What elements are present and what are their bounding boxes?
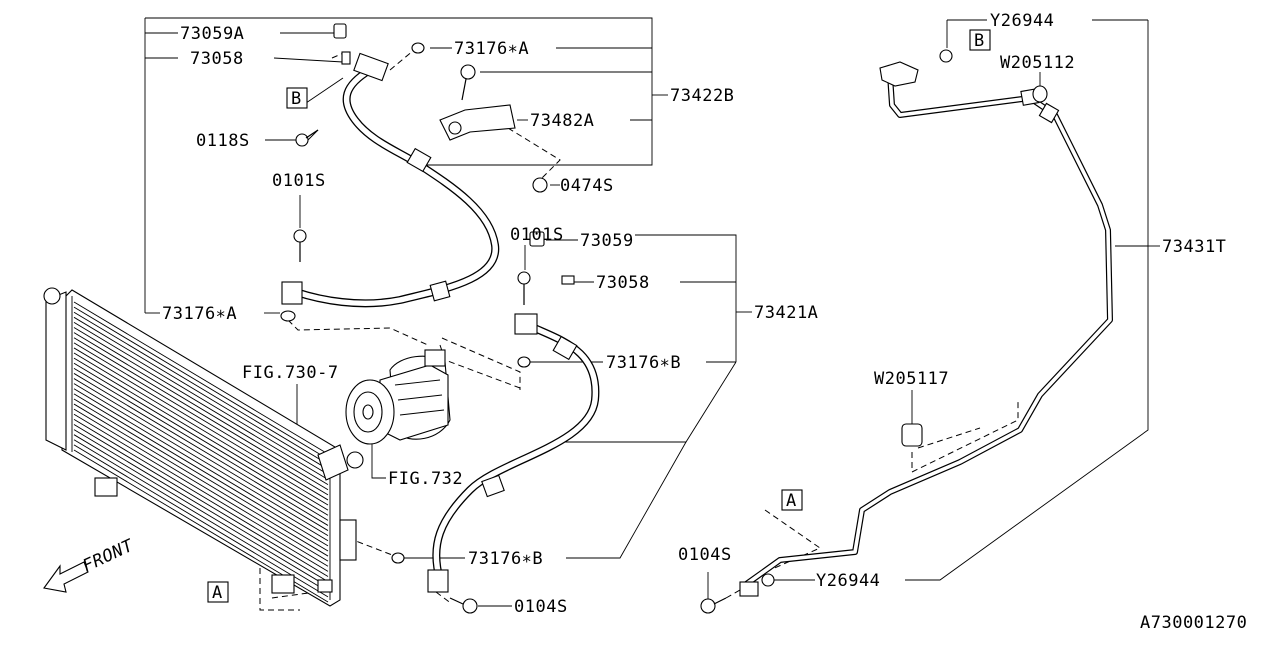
- hose-73422B: [281, 52, 516, 308]
- label-fig-732: FIG.732: [388, 469, 463, 489]
- label-0104S-right: 0104S: [678, 545, 732, 565]
- label-fig-730-7: FIG.730-7: [242, 363, 339, 383]
- ref-mark-a-left: A: [212, 583, 223, 603]
- label-W205112: W205112: [1000, 53, 1075, 73]
- label-0104S-bottom: 0104S: [514, 597, 568, 617]
- front-label: FRONT: [80, 535, 138, 576]
- label-W205117: W205117: [874, 369, 949, 389]
- label-73176A-left: 73176∗A: [162, 304, 237, 324]
- diagram-id: A730001270: [1140, 613, 1247, 633]
- ref-mark-a-right: A: [786, 491, 797, 511]
- label-73058-top: 73058: [190, 49, 244, 69]
- label-73421A: 73421A: [754, 303, 818, 323]
- label-0474S: 0474S: [560, 176, 614, 196]
- label-Y26944-bottom: Y26944: [816, 571, 880, 591]
- label-Y26944-top: Y26944: [990, 11, 1054, 31]
- label-73482A: 73482A: [530, 111, 594, 131]
- label-0101S-left: 0101S: [272, 171, 326, 191]
- front-arrow-icon: [43, 561, 89, 593]
- label-73176B-top: 73176∗B: [606, 353, 681, 373]
- label-0118S: 0118S: [196, 131, 250, 151]
- label-73176B-bottom: 73176∗B: [468, 549, 543, 569]
- ref-marks: B B A A: [207, 29, 991, 603]
- part-labels: 73059A 73058 73176∗A 73422B 73482A 0118S…: [162, 11, 1247, 633]
- small-parts: [280, 23, 1048, 614]
- leader-lines: [144, 17, 1160, 607]
- condenser-assembly: [43, 287, 364, 607]
- label-73176A-top: 73176∗A: [454, 39, 529, 59]
- pipe-73431T: [739, 61, 1113, 597]
- label-0101S-mid: 0101S: [510, 225, 564, 245]
- label-73058-mid: 73058: [596, 273, 650, 293]
- label-73422B: 73422B: [670, 86, 734, 106]
- label-73059: 73059: [580, 231, 634, 251]
- label-73431T: 73431T: [1162, 237, 1226, 257]
- label-73059A: 73059A: [180, 24, 244, 44]
- ref-mark-b-left: B: [291, 89, 302, 109]
- ref-mark-b-right: B: [974, 31, 985, 51]
- compressor: [345, 349, 451, 445]
- hose-73421A: [427, 313, 600, 593]
